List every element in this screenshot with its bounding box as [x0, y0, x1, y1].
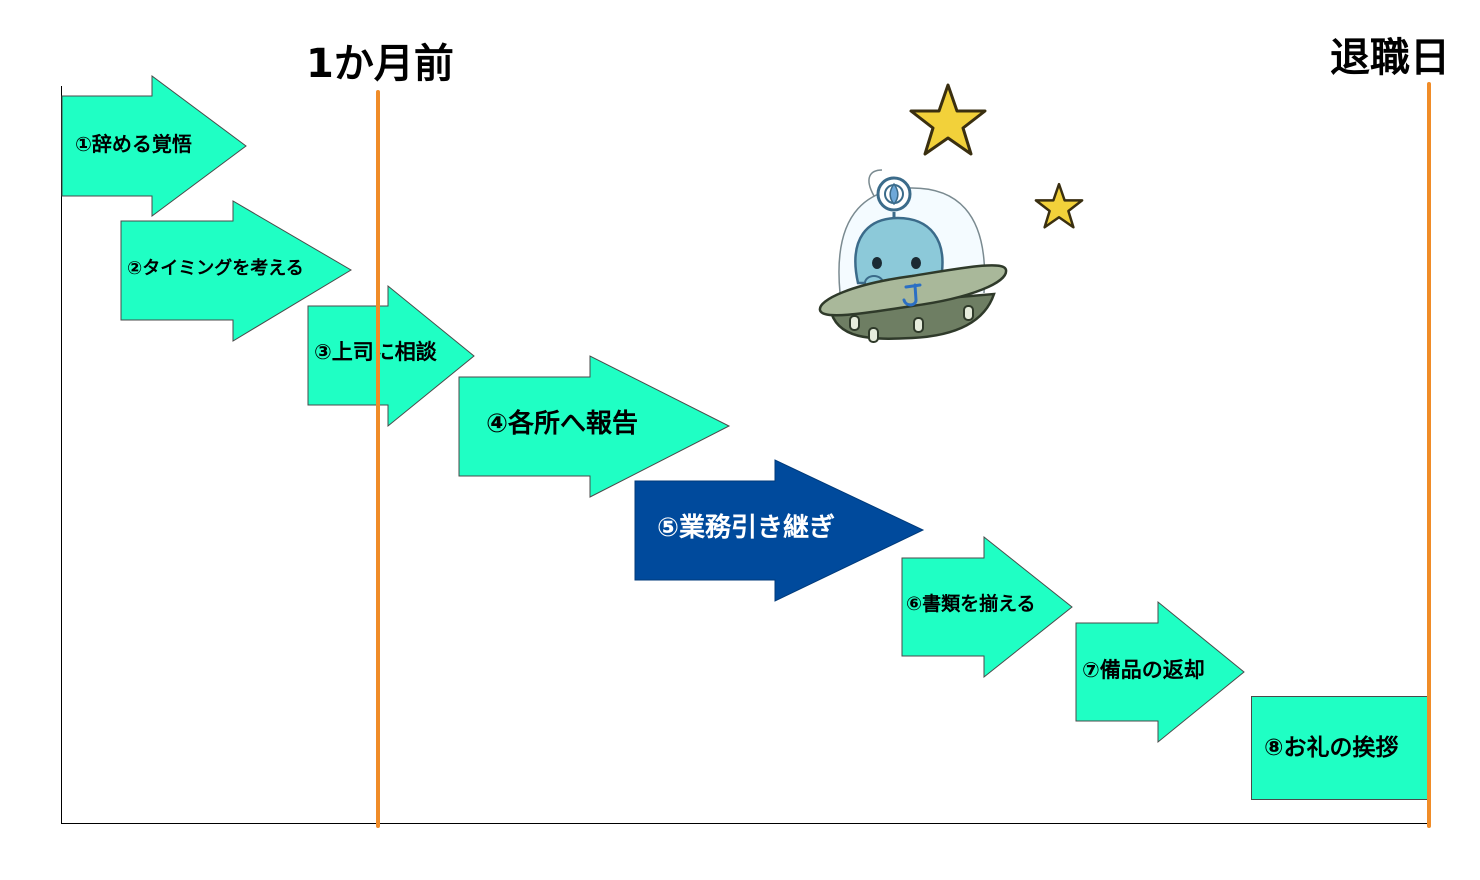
heading-one-month-before: 1か月前 — [306, 41, 454, 87]
step-7-label: ⑦備品の返却 — [1082, 658, 1205, 682]
y-axis-line — [61, 86, 62, 824]
box-shape — [1251, 696, 1428, 800]
arrow-shape — [1075, 600, 1245, 744]
x-axis-line — [61, 823, 1429, 824]
step-5-arrow-highlighted: ⑤業務引き継ぎ — [634, 459, 925, 602]
step-6-arrow: ⑥書類を揃える — [901, 535, 1074, 679]
star-icon — [909, 83, 987, 156]
arrow-shape — [901, 535, 1073, 679]
star-icon — [1034, 182, 1084, 229]
alien-ufo-mascot-icon — [818, 169, 1008, 343]
retirement-day-marker-line — [1427, 82, 1431, 828]
heading-retirement-day: 退職日 — [1330, 35, 1450, 81]
step-3-arrow: ③上司に相談 — [307, 284, 476, 428]
step-3-label: ③上司に相談 — [314, 342, 437, 363]
step-4-arrow: ④各所へ報告 — [458, 355, 731, 498]
step-5-label: ⑤業務引き継ぎ — [657, 513, 836, 543]
arrow-shape — [120, 200, 352, 342]
arrow-shape — [634, 459, 925, 602]
step-7-arrow: ⑦備品の返却 — [1075, 600, 1246, 744]
step-8-label: ⑧お礼の挨拶 — [1264, 735, 1399, 761]
step-1-label: ①辞める覚悟 — [75, 132, 192, 156]
arrow-shape — [61, 75, 247, 217]
step-4-label: ④各所へ報告 — [486, 409, 639, 439]
arrow-shape — [458, 355, 731, 498]
one-month-before-marker-line — [376, 90, 380, 828]
step-2-label: ②タイミングを考える — [127, 258, 304, 279]
step-6-label: ⑥書類を揃える — [906, 593, 1036, 615]
step-8-box: ⑧お礼の挨拶 — [1251, 696, 1429, 801]
step-2-arrow: ②タイミングを考える — [120, 200, 353, 342]
arrow-shape — [307, 284, 475, 428]
step-1-arrow: ①辞める覚悟 — [61, 75, 248, 217]
